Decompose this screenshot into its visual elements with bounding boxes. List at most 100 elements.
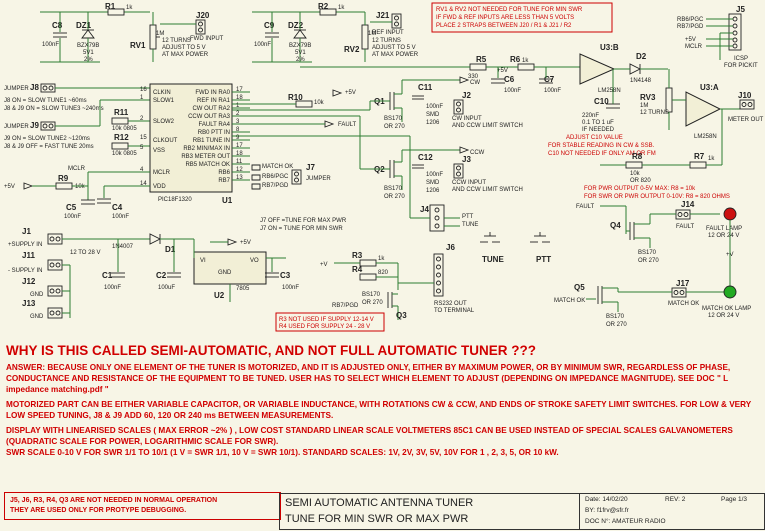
r1-value: 1k bbox=[126, 5, 133, 11]
c10-range: 0.1 TO 1 uF bbox=[582, 120, 614, 126]
page-label: Page bbox=[721, 496, 737, 503]
fault-lamp-label2: 12 OR 24 V bbox=[708, 233, 739, 239]
rv1-ref: RV1 bbox=[130, 41, 146, 50]
title-line1: SEMI AUTOMATIC ANTENNA TUNER bbox=[285, 497, 474, 509]
pic-pin-meter-out: RB3 METER OUT bbox=[181, 154, 230, 160]
j4-ref: J4 bbox=[420, 205, 429, 214]
r4-note: R4 USED FOR SUPPLY 24 - 28 V bbox=[279, 324, 370, 330]
q1-alt: OR 270 bbox=[384, 124, 405, 130]
match-ok-lamp-icon bbox=[723, 285, 737, 299]
j21-ref: J21 bbox=[376, 11, 390, 20]
pic-pin-number: 1 bbox=[140, 95, 144, 101]
pic-pin-number: 3 bbox=[236, 119, 240, 125]
j17-label: MATCH OK bbox=[668, 301, 699, 307]
rs232-rb7: RB7/PGD bbox=[332, 303, 359, 309]
c10-stable: FOR STABLE READING IN CW & SSB. bbox=[548, 143, 655, 149]
q4-part: BS170 bbox=[638, 250, 657, 256]
title-block: SEMI AUTOMATIC ANTENNA TUNER TUNE FOR MI… bbox=[279, 493, 765, 530]
driver-5v: +5V bbox=[345, 90, 356, 96]
pic-pin-number: 16 bbox=[140, 87, 147, 93]
pic-pin-ra1: REF IN RA1 bbox=[197, 98, 231, 104]
svg-text:+5V: +5V bbox=[497, 68, 508, 74]
icsp-label2: FOR PICKIT bbox=[724, 63, 758, 69]
rv-note-line2: IF FWD & REF INPUTS ARE LESS THAN 5 VOLT… bbox=[436, 15, 574, 21]
j7-on: J7 ON = TUNE FOR MIN SWR bbox=[260, 226, 343, 232]
j17-ref: J17 bbox=[676, 279, 690, 288]
why-title: WHY IS THIS CALLED SEMI-AUTOMATIC, AND N… bbox=[6, 343, 536, 358]
j13-gnd: GND bbox=[30, 314, 44, 320]
icsp-mclr: MCLR bbox=[685, 44, 703, 50]
r5-value: 330 bbox=[468, 74, 479, 80]
pic-rb7: RB7/PGD bbox=[262, 183, 289, 189]
supply-5v: +5V bbox=[240, 240, 251, 246]
r4-value: 820 bbox=[378, 270, 389, 276]
pic-pin-number: 15 bbox=[140, 135, 147, 141]
j8-j9-off: J8 & J9 OFF = FAST TUNE 20ms bbox=[4, 144, 94, 150]
pic-pin-number: 8 bbox=[236, 127, 240, 133]
c5-ref: C5 bbox=[66, 203, 77, 212]
pic-pin-number: 2 bbox=[236, 111, 240, 117]
svg-text:100nF: 100nF bbox=[426, 172, 443, 178]
u2-ref: U2 bbox=[214, 291, 225, 300]
u3a-ref: U3:A bbox=[700, 83, 719, 92]
ccw-limit2: AND CCW LIMIT SWITCH bbox=[452, 187, 523, 193]
d2-ref: D2 bbox=[636, 52, 647, 61]
swr-note: FOR SWR OR PWR OUTPUT 0-10V: R8 = 820 OH… bbox=[584, 194, 730, 200]
u3b-ref: U3:B bbox=[600, 43, 619, 52]
pic-pin-clkin: CLKIN bbox=[153, 90, 171, 96]
title-block-info: Date: 14/02/20 REV: 2 Page 1/3 BY: f1frv… bbox=[581, 494, 764, 529]
q3-part: BS170 bbox=[362, 292, 381, 298]
rv-note-line3: PLACE 2 STRAPS BETWEEN J20 / R1 & J21 / … bbox=[436, 23, 572, 29]
pic-pin-vss: VSS bbox=[153, 148, 165, 154]
ccw-label: CCW bbox=[470, 150, 485, 156]
r2-value: 1k bbox=[338, 5, 345, 11]
svg-text:J8: J8 bbox=[30, 83, 39, 92]
pic-pin-ptt-in: RB0 PTT IN bbox=[198, 130, 230, 136]
pic-pin-number: 17 bbox=[236, 143, 243, 149]
dz2-ref: DZ2 bbox=[288, 21, 304, 30]
rev-label: REV: bbox=[665, 496, 680, 503]
fault-lamp-label1: FAULT LAMP bbox=[706, 226, 742, 232]
q3-alt: OR 270 bbox=[362, 300, 383, 306]
answer-paragraph: ANSWER: BECAUSE ONLY ONE ELEMENT OF THE … bbox=[6, 363, 731, 394]
svg-text:1M: 1M bbox=[156, 31, 164, 37]
svg-text:R12: R12 bbox=[114, 133, 129, 142]
c8-value: 100nF bbox=[42, 42, 59, 48]
match-lamp-label1: MATCH OK LAMP bbox=[702, 306, 751, 312]
pic-pin-number: 17 bbox=[236, 87, 243, 93]
pic-pin-number: 11 bbox=[236, 159, 243, 165]
icsp-rb6: RB6/PGC bbox=[677, 17, 704, 23]
lamp-fault-input: FAULT bbox=[576, 204, 595, 210]
ccw-limit: CCW INPUT bbox=[452, 180, 486, 186]
u2-gnd: GND bbox=[218, 270, 232, 276]
c10-note: C10 NOT NEEDED IF ONLY AM OR FM bbox=[548, 151, 656, 157]
pwr-note: FOR PWR OUTPUT 0-5V MAX: R8 = 10k bbox=[584, 186, 696, 192]
rv-note-line1: RV1 & RV2 NOT NEEDED FOR TUNE FOR MIN SW… bbox=[436, 7, 583, 13]
rs232-terminal: TO TERMINAL bbox=[434, 308, 475, 314]
c2-value: 100uF bbox=[158, 285, 175, 291]
dz1-ref: DZ1 bbox=[76, 21, 92, 30]
c7-ref: C7 bbox=[544, 75, 555, 84]
pic-pin-match-ok: RB5 MATCH OK bbox=[185, 162, 230, 168]
c1-ref: C1 bbox=[102, 271, 113, 280]
dz2-part: BZX79B bbox=[289, 43, 311, 49]
c6-value: 100nF bbox=[504, 88, 521, 94]
c9-ref: C9 bbox=[264, 21, 275, 30]
meter-section: +5V R6 1k R5 330 C6 100nF C7 100nF U3:B … bbox=[300, 43, 764, 200]
rv3-turns: 12 TURNS bbox=[640, 110, 669, 116]
doc-label: DOC N°: bbox=[585, 518, 611, 525]
j7-label: JUMPER bbox=[306, 176, 331, 182]
j14-ref: J14 bbox=[681, 200, 695, 209]
supply-range: 12 TO 28 V bbox=[70, 250, 100, 256]
rs232-debug-section: +V R3 1k R4 820 BS170 OR 270 RB7/PGD Q3 … bbox=[275, 243, 475, 332]
pic-pin-vdd: VDD bbox=[153, 184, 166, 190]
q4-ref: Q4 bbox=[610, 221, 621, 230]
dz2-voltage: 5V1 bbox=[295, 50, 306, 56]
pic-pin-number: 13 bbox=[236, 175, 243, 181]
pic-pin-ra3: CCW OUT RA3 bbox=[188, 114, 231, 120]
r6-value: 1k bbox=[522, 58, 529, 64]
date-value: 14/02/20 bbox=[602, 496, 628, 503]
ref-input-section: C9 100nF DZ2 BZX79B 5V1 2% R2 1k RV2 1M … bbox=[252, 2, 419, 63]
pic-pin-ra4: FAULT RA4 bbox=[199, 122, 231, 128]
q1-part: BS170 bbox=[384, 116, 403, 122]
